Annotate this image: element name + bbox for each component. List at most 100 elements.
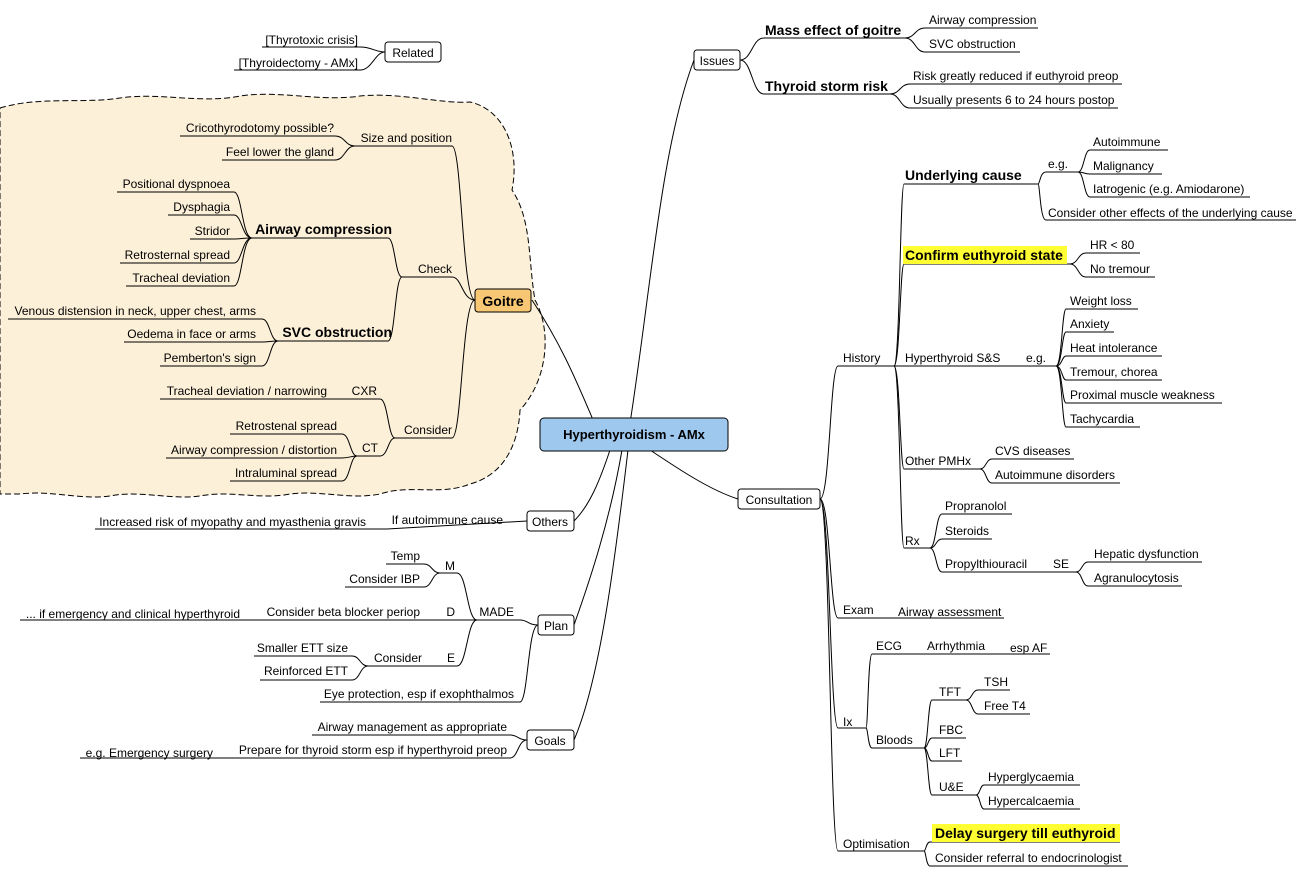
ct-label: CT [362, 441, 379, 455]
plan-d-sub: ... if emergency and clinical hyperthyro… [26, 607, 240, 621]
ct-item: Intraluminal spread [235, 466, 337, 480]
airway-item: Positional dyspnoea [123, 177, 231, 191]
ct-item: Retrostenal spread [236, 419, 337, 433]
goitre-node-box [474, 288, 532, 313]
plan-d-label: D [446, 605, 455, 619]
bloods-label: Bloods [876, 733, 913, 747]
svc-item: Oedema in face or arms [127, 327, 256, 341]
airway-item: Tracheal deviation [132, 271, 230, 285]
goals-item: Prepare for thyroid storm esp if hyperth… [239, 743, 507, 757]
tft-item: Free T4 [984, 699, 1026, 713]
svc-obstruction-label: SVC obstruction [282, 324, 392, 340]
exam-item: Airway assessment [898, 605, 1002, 619]
consultation-node-box [737, 488, 821, 510]
optimisation-label: Optimisation [843, 837, 910, 851]
plan-m-label: M [445, 559, 455, 573]
tft-label: TFT [939, 685, 962, 699]
optimisation-item: Consider referral to endocrinologist [935, 851, 1122, 865]
goitre-label: Goitre [482, 293, 523, 309]
pmhx-item: CVS diseases [995, 444, 1070, 458]
ecg-label: ECG [876, 639, 902, 653]
goals-item: Airway management as appropriate [318, 720, 508, 734]
consider-label: Consider [404, 423, 452, 437]
highlight-delay-surgery [932, 824, 1120, 842]
plan-e-item: Smaller ETT size [257, 641, 348, 655]
plan-m-item: Consider IBP [349, 572, 420, 586]
ss-item: Tachycardia [1070, 412, 1134, 426]
plan-node-box [537, 614, 575, 636]
thyroid-storm-item: Usually presents 6 to 24 hours postop [913, 93, 1115, 107]
goals-node-box [526, 729, 575, 751]
se-item: Agranulocytosis [1094, 571, 1179, 585]
cause-item: Iatrogenic (e.g. Amiodarone) [1093, 182, 1244, 196]
ue-label: U&E [939, 780, 964, 794]
consultation-label: Consultation [746, 493, 813, 507]
arrhythmia-label: Arrhythmia [927, 639, 985, 653]
related-label: Related [392, 46, 433, 60]
af-label: esp AF [1010, 641, 1047, 655]
underlying-cause-label: Underlying cause [905, 167, 1022, 183]
delay-surgery-label: Delay surgery till euthyroid [935, 825, 1116, 841]
airway-compression-label: Airway compression [255, 221, 392, 237]
fbc-label: FBC [939, 723, 963, 737]
goals-sub: e.g. Emergency surgery [86, 746, 213, 760]
rx-item: Steroids [945, 524, 989, 538]
cxr-label: CXR [352, 384, 378, 398]
euthyroid-item: No tremour [1090, 262, 1150, 276]
airway-item: Dysphagia [173, 200, 230, 214]
goals-label: Goals [534, 734, 565, 748]
plan-m-item: Temp [391, 549, 421, 563]
se-label: SE [1053, 557, 1069, 571]
rx-label: Rx [905, 534, 920, 548]
others-cause: If autoimmune cause [392, 513, 504, 527]
svc-item: Venous distension in neck, upper chest, … [15, 304, 256, 318]
size-position-label: Size and position [361, 131, 452, 145]
goitre-cloud-boundary [0, 93, 546, 498]
issues-label: Issues [700, 54, 735, 68]
cxr-item: Tracheal deviation / narrowing [167, 384, 327, 398]
mass-effect-label: Mass effect of goitre [765, 22, 901, 38]
thyroid-storm-label: Thyroid storm risk [765, 78, 888, 94]
related-node-box [384, 41, 442, 63]
cause-item: Malignancy [1093, 159, 1154, 173]
svc-item: Pemberton's sign [164, 351, 256, 365]
center-node-label: Hyperthyroidism - AMx [563, 427, 706, 442]
others-label: Others [532, 515, 568, 529]
mass-effect-item: Airway compression [929, 13, 1036, 27]
ss-item: Heat intolerance [1070, 341, 1158, 355]
plan-e-item: Reinforced ETT [264, 664, 349, 678]
plan-e-label: E [447, 651, 455, 665]
rx-item: Propylthiouracil [945, 557, 1027, 571]
made-label: MADE [479, 605, 514, 619]
se-item: Hepatic dysfunction [1094, 547, 1199, 561]
size-item: Cricothyrodotomy possible? [186, 121, 334, 135]
others-node-box [526, 510, 575, 532]
tft-item: TSH [984, 675, 1008, 689]
plan-eye: Eye protection, esp if exophthalmos [324, 687, 514, 701]
ue-item: Hypercalcaemia [988, 794, 1074, 808]
cause-other: Consider other effects of the underlying… [1048, 206, 1293, 220]
ss-item: Proximal muscle weakness [1070, 388, 1215, 402]
connector-lines [8, 27, 1296, 867]
mass-effect-item: SVC obstruction [929, 37, 1016, 51]
thyroid-storm-item: Risk greatly reduced if euthyroid preop [913, 69, 1119, 83]
lft-label: LFT [939, 746, 961, 760]
euthyroid-item: HR < 80 [1090, 238, 1135, 252]
ss-label: Hyperthyroid S&S [905, 351, 1000, 365]
confirm-euthyroid-label: Confirm euthyroid state [905, 247, 1063, 263]
highlight-confirm-euthyroid [903, 246, 1067, 264]
ss-eg: e.g. [1026, 351, 1046, 365]
pmhx-label: Other PMHx [905, 454, 971, 468]
ss-item: Weight loss [1070, 294, 1132, 308]
rx-item: Propranolol [945, 499, 1006, 513]
ue-item: Hyperglycaemia [988, 770, 1074, 784]
issues-node-box [693, 49, 741, 71]
ix-label: Ix [843, 715, 852, 729]
ss-item: Anxiety [1070, 317, 1109, 331]
airway-item: Retrosternal spread [125, 248, 230, 262]
cause-item: Autoimmune [1093, 135, 1161, 149]
plan-e-consider: Consider [374, 651, 422, 665]
related-item: [Thyroidectomy - AMx] [239, 56, 358, 70]
pmhx-item: Autoimmune disorders [995, 468, 1115, 482]
